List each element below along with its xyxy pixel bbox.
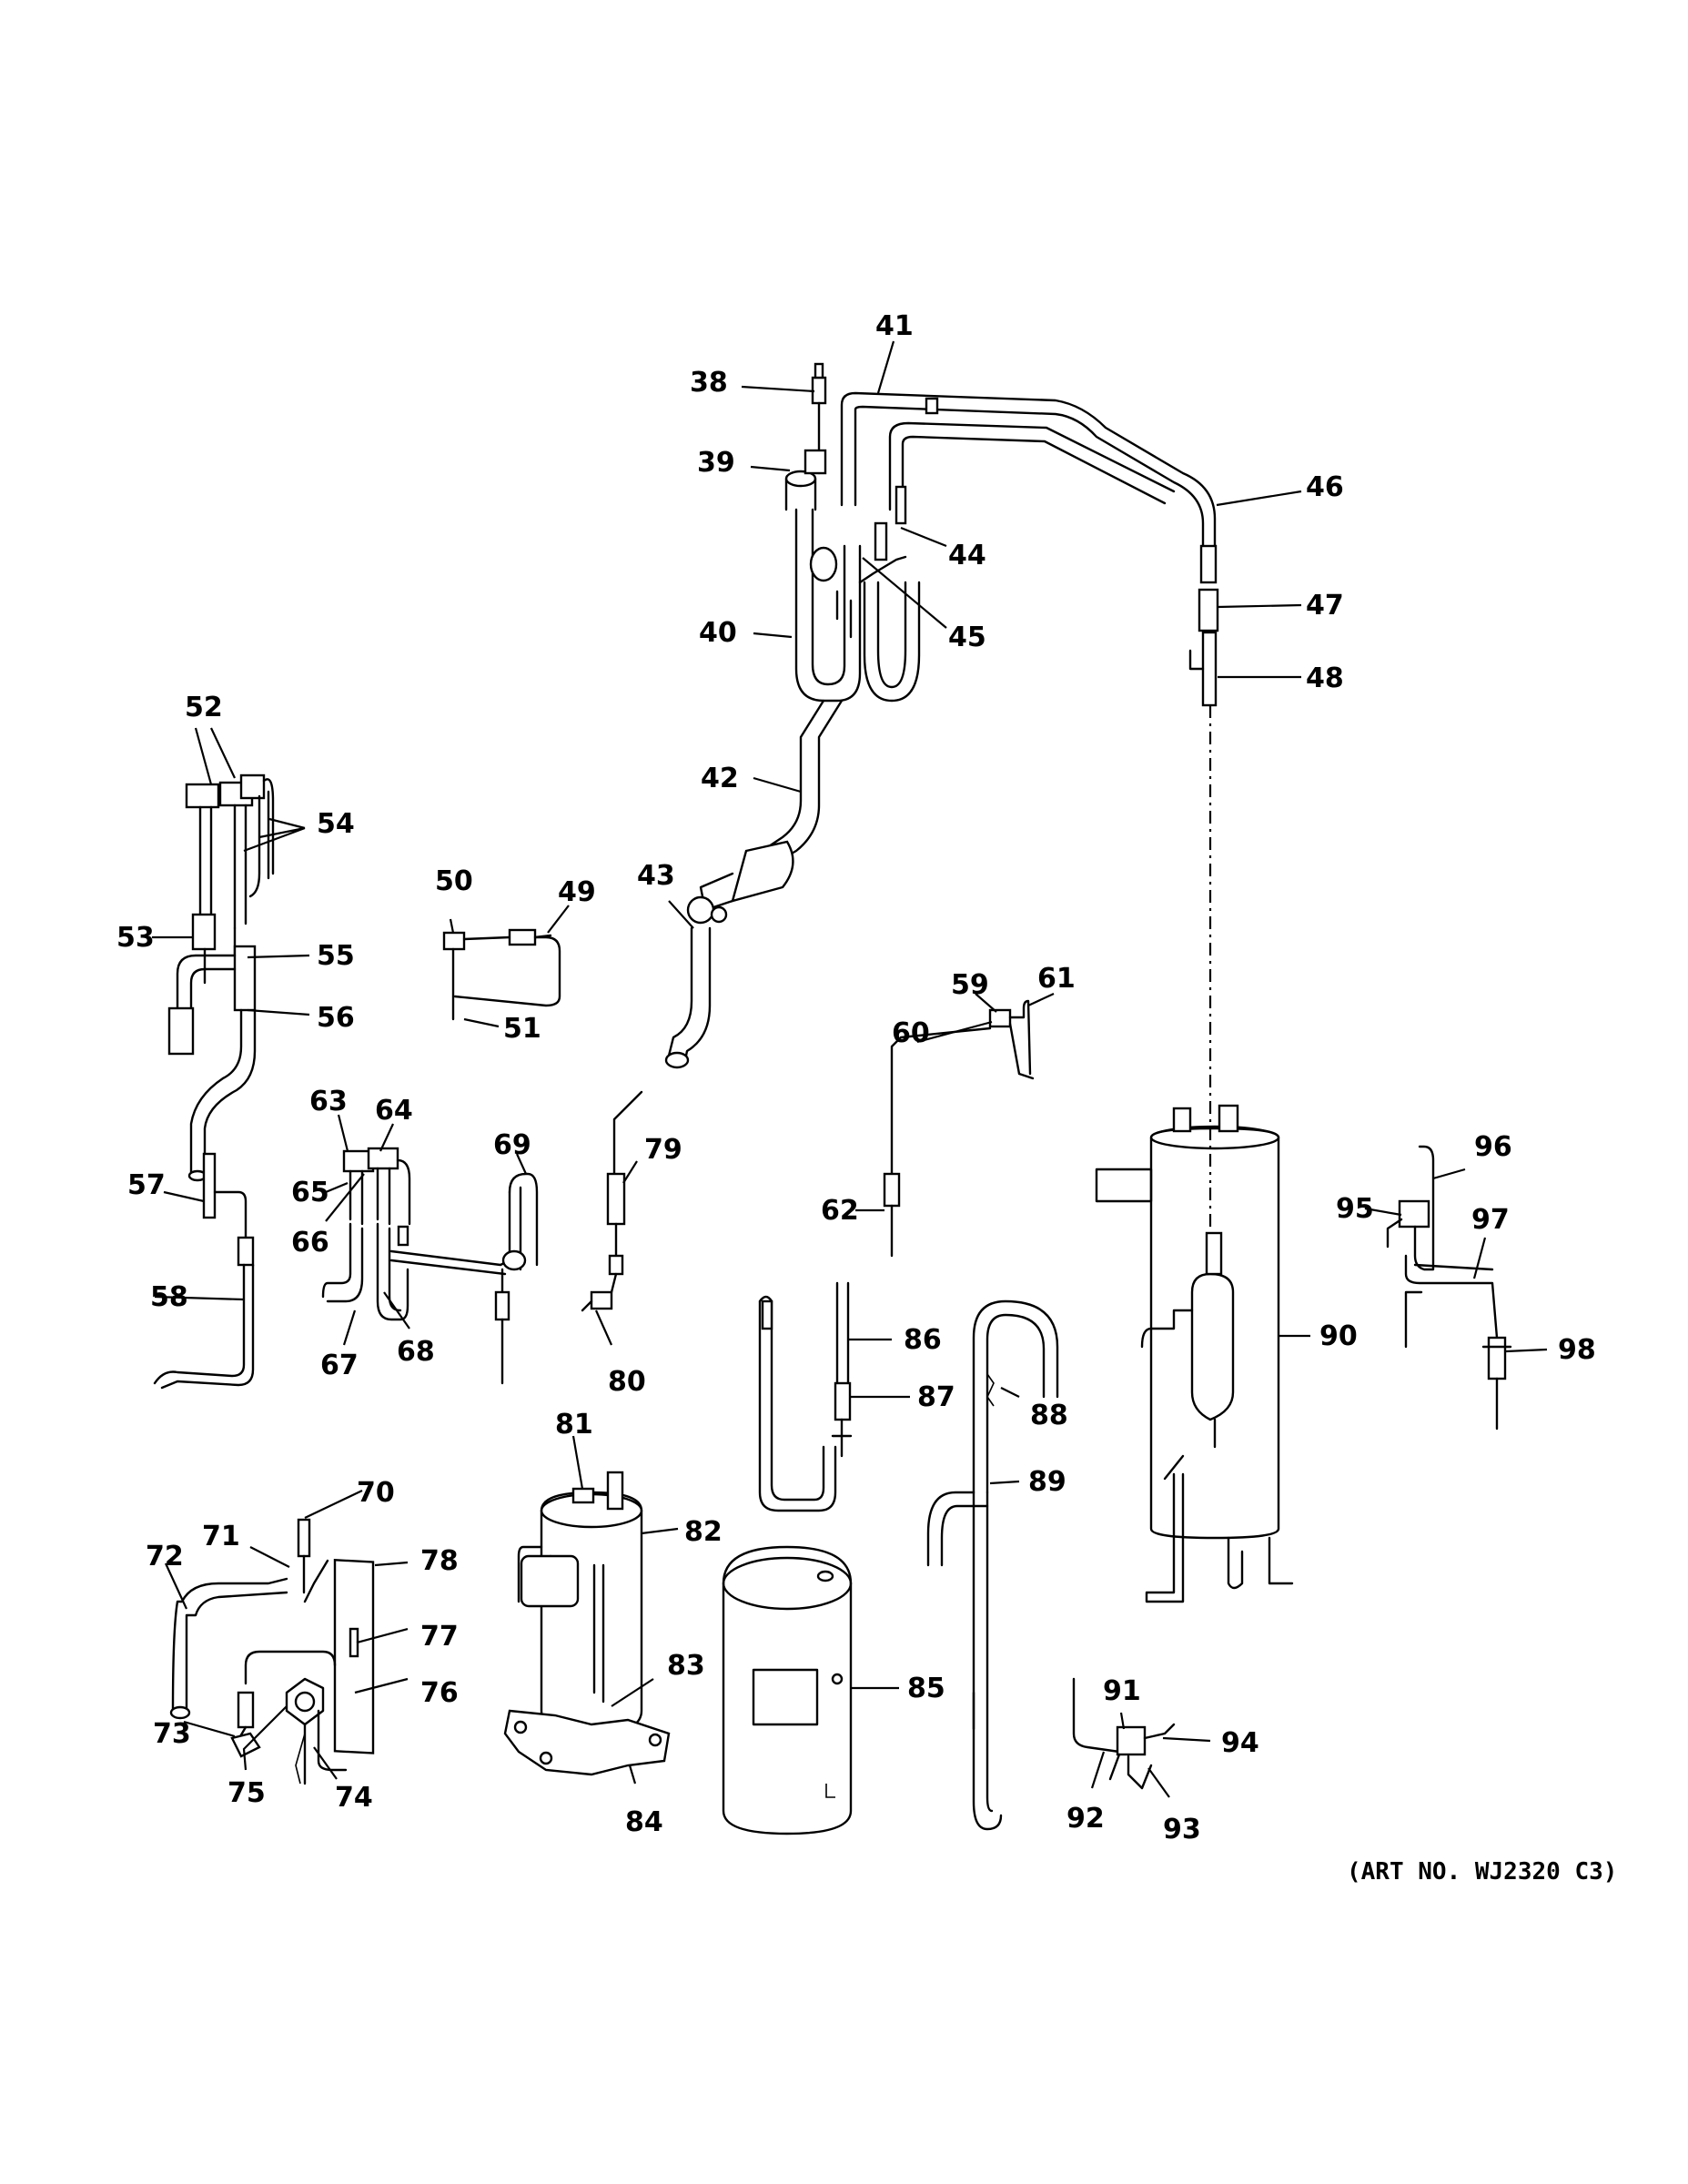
callout-50: 50 [435, 865, 473, 897]
leader-lines [152, 340, 1548, 1798]
callout-89: 89 [1028, 1466, 1066, 1498]
filter-assembly [1386, 1145, 1512, 1431]
callout-96: 96 [1474, 1131, 1512, 1163]
sensor-assembly [442, 928, 561, 1021]
tee-fitting [784, 449, 827, 511]
callout-97: 97 [1471, 1204, 1510, 1236]
callout-80: 80 [608, 1366, 646, 1398]
callout-43: 43 [637, 860, 675, 892]
callout-60: 60 [892, 1017, 930, 1049]
callout-75: 75 [227, 1777, 266, 1809]
callout-56: 56 [317, 1002, 355, 1034]
callout-58: 58 [150, 1281, 188, 1313]
compressor [503, 1471, 671, 1776]
callout-54: 54 [317, 808, 355, 840]
callout-98: 98 [1558, 1334, 1596, 1366]
art-number: (ART NO. WJ2320 C3) [1347, 1858, 1617, 1886]
callout-69: 69 [493, 1129, 531, 1161]
callout-62: 62 [821, 1195, 859, 1227]
callout-70: 70 [357, 1477, 395, 1509]
callout-84: 84 [625, 1806, 663, 1838]
callout-57: 57 [127, 1169, 166, 1201]
callout-86: 86 [904, 1324, 942, 1356]
callout-53: 53 [116, 922, 155, 954]
connector-stack [1188, 544, 1219, 1228]
discharge-tube-assembly [840, 391, 1217, 548]
callout-55: 55 [317, 940, 355, 972]
j-tube [926, 1299, 1059, 1831]
callout-65: 65 [291, 1177, 329, 1208]
callout-61: 61 [1037, 963, 1076, 995]
callout-59: 59 [951, 969, 989, 1001]
callout-44: 44 [948, 540, 986, 571]
u-tube [758, 1281, 853, 1512]
callout-38: 38 [690, 367, 728, 399]
callout-92: 92 [1066, 1803, 1105, 1835]
callout-81: 81 [555, 1409, 593, 1441]
callout-51: 51 [503, 1013, 541, 1045]
heat-exchanger-assembly [169, 1518, 375, 1785]
callout-46: 46 [1306, 471, 1344, 503]
sensor-clip-assembly [1072, 1677, 1176, 1790]
callout-88: 88 [1030, 1400, 1068, 1431]
callout-93: 93 [1163, 1814, 1201, 1845]
capillary-tube [153, 1152, 255, 1390]
callout-82: 82 [684, 1516, 723, 1548]
callout-76: 76 [420, 1677, 459, 1709]
callout-48: 48 [1306, 662, 1344, 694]
reversing-valve-group [167, 774, 275, 1182]
callout-90: 90 [1319, 1320, 1358, 1352]
callout-52: 52 [185, 692, 223, 723]
callout-42: 42 [701, 763, 739, 794]
filter-drier-line [581, 1090, 643, 1312]
callout-91: 91 [1103, 1675, 1141, 1707]
callout-68: 68 [397, 1336, 435, 1368]
callout-85: 85 [907, 1673, 945, 1704]
suction-tube-assembly [794, 485, 921, 703]
valve-manifold-assembly [321, 1147, 539, 1385]
callout-41: 41 [875, 310, 914, 342]
callout-72: 72 [146, 1541, 184, 1572]
callout-47: 47 [1306, 590, 1344, 622]
callout-73: 73 [153, 1718, 191, 1750]
storage-tank [1095, 1104, 1294, 1603]
callout-87: 87 [917, 1381, 955, 1413]
callout-67: 67 [320, 1350, 359, 1381]
callout-78: 78 [420, 1545, 459, 1577]
callout-79: 79 [644, 1134, 682, 1166]
callout-45: 45 [948, 622, 986, 653]
sensor-with-bracket [883, 999, 1035, 1258]
water-tank [722, 1545, 853, 1835]
callout-95: 95 [1336, 1193, 1374, 1225]
callout-49: 49 [558, 876, 596, 908]
callout-71: 71 [202, 1521, 240, 1552]
callout-39: 39 [697, 447, 735, 479]
callout-labels: 38 39 40 41 42 43 44 45 46 47 48 49 50 5… [116, 310, 1596, 1845]
callout-77: 77 [420, 1621, 459, 1653]
discharge-pipe [664, 699, 844, 1069]
callout-40: 40 [699, 617, 737, 649]
callout-74: 74 [335, 1782, 373, 1814]
callout-83: 83 [667, 1650, 705, 1682]
callout-63: 63 [309, 1086, 348, 1117]
callout-64: 64 [375, 1095, 413, 1127]
callout-66: 66 [291, 1227, 329, 1259]
callout-94: 94 [1221, 1727, 1259, 1759]
